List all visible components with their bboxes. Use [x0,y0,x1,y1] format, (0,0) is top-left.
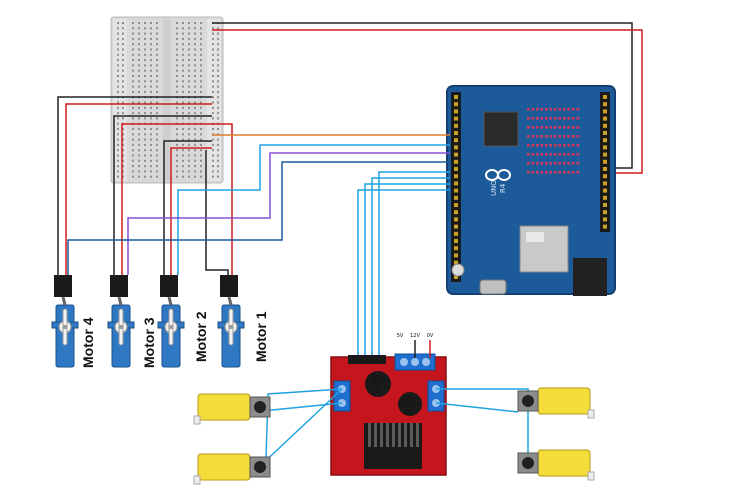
motor-4-label: Motor 4 [80,317,96,368]
wire-blue [371,177,450,357]
board-label-uno: UNO [490,180,498,196]
cap2-line1: 220 [402,395,414,402]
wire-red [212,123,233,275]
cap2-line2: 35V [402,402,415,409]
cap2-line3: Y1 [403,409,412,416]
motor-labels: Motor 4 Motor 3 Motor 2 Motor 1 [80,311,269,368]
cap1-line1: 220 [370,374,382,381]
terminal-label-12v: 12V [410,333,420,339]
cap1-line2: 35V [370,381,383,388]
breadboard [110,16,224,184]
servo-group [51,275,245,368]
wire-black [163,140,212,275]
gear-motor [193,393,271,425]
arduino-board: UNO R4 [446,85,616,296]
board-label-r4: R4 [499,183,507,193]
arduino-logo [485,169,511,181]
wire-blue [378,171,450,357]
servo-motor [51,275,79,368]
gear-motor-group [193,387,595,485]
motor-1-label: Motor 1 [253,311,269,362]
wire-black [113,115,212,275]
motor-2-label: Motor 2 [193,311,209,362]
wire-black [212,22,633,169]
gear-motor [193,453,271,485]
gear-motor-wires [257,388,529,469]
wire-blue [357,189,450,357]
wire-purple [127,152,450,275]
terminal-label-5v: 5V [397,333,404,339]
gear-motor [517,449,595,481]
servo-motor [157,275,185,368]
wire-red [65,103,212,275]
wire-blue [364,183,450,357]
wire-red [212,29,643,174]
wire-red [170,147,212,275]
motor-driver: 220 35V Y1 220 35V Y1 5V 12V 0V [330,333,447,476]
cap1-line3: Y1 [371,388,380,395]
wire-navy [67,161,450,275]
servo-motor [107,275,135,368]
motor-3-label: Motor 3 [141,317,157,368]
wire-black [57,96,212,275]
wire-black [205,150,229,275]
terminal-label-0v: 0V [427,333,434,339]
gear-motor [517,387,595,419]
wire-red [121,123,212,275]
servo-motor [217,275,245,368]
wires-top [57,22,643,357]
